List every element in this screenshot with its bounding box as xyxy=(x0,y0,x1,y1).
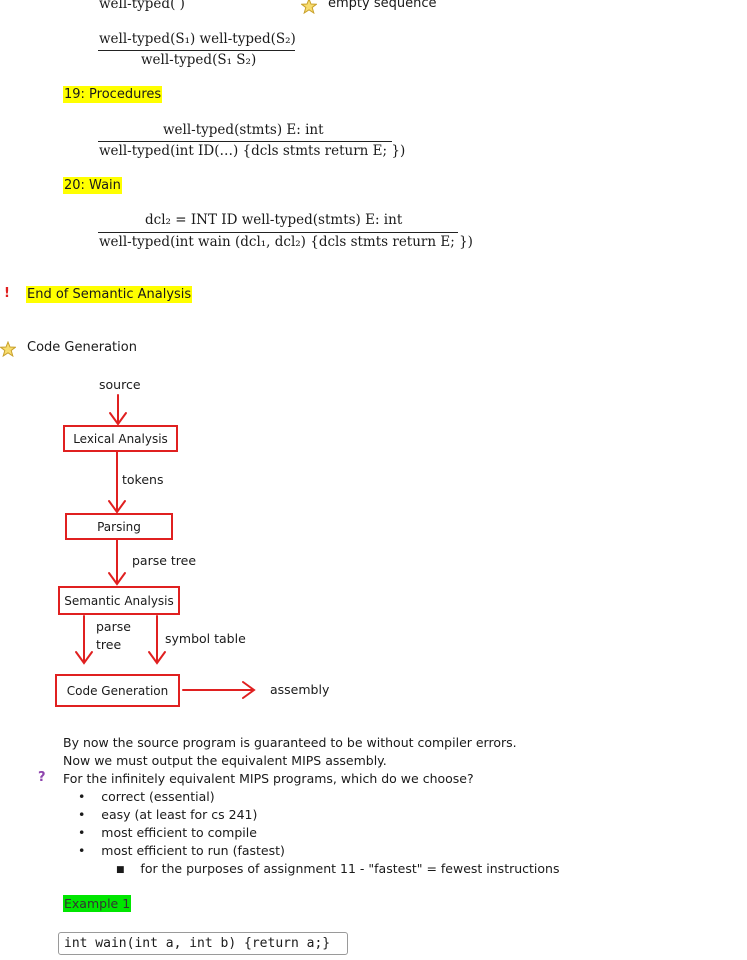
list-item: • easy (at least for cs 241) xyxy=(78,807,258,822)
sub-list-item: ■ for the purposes of assignment 11 - "f… xyxy=(116,861,560,876)
code-generation-box: Code Generation xyxy=(55,674,180,707)
rule-seq-bar xyxy=(98,50,295,51)
rule-wain-conclusion: well-typed(int wain (dcl₁, dcl₂) {dcls s… xyxy=(99,234,473,250)
diagram-parse-label: parse xyxy=(96,619,131,634)
para-question: For the infinitely equivalent MIPS progr… xyxy=(63,771,474,786)
diagram-source-label: source xyxy=(99,377,141,392)
example-heading: Example 1 xyxy=(63,895,132,912)
star-icon xyxy=(0,341,16,357)
rule-seq-premise: well-typed(S₁) well-typed(S₂) xyxy=(99,31,296,47)
procedures-heading: 19: Procedures xyxy=(63,86,163,103)
diagram-symbol-table-label: symbol table xyxy=(165,631,246,646)
code-snippet: int wain(int a, int b) {return a;} xyxy=(58,932,348,955)
list-item: • most efficient to run (fastest) xyxy=(78,843,285,858)
diagram-assembly-label: assembly xyxy=(270,682,330,697)
end-semantic-heading: End of Semantic Analysis xyxy=(26,286,193,303)
empty-sequence-label: empty sequence xyxy=(328,0,437,11)
diagram-tokens-label: tokens xyxy=(122,472,164,487)
lexical-analysis-box: Lexical Analysis xyxy=(63,425,178,452)
rule-empty-conclusion: well-typed( ) xyxy=(99,0,185,12)
rule-wain-premise: dcl₂ = INT ID well-typed(stmts) E: int xyxy=(145,212,403,228)
star-icon xyxy=(301,0,317,14)
diagram-tree-label: tree xyxy=(96,637,122,652)
rule-seq-conclusion: well-typed(S₁ S₂) xyxy=(141,52,257,68)
rule-wain-bar xyxy=(98,232,458,233)
list-item: • most efficient to compile xyxy=(78,825,257,840)
list-item: • correct (essential) xyxy=(78,789,215,804)
rule-proc-premise: well-typed(stmts) E: int xyxy=(163,122,324,138)
diagram-parse-tree-label: parse tree xyxy=(132,553,197,568)
para-line-1: By now the source program is guaranteed … xyxy=(63,735,517,750)
parsing-box: Parsing xyxy=(65,513,173,540)
question-icon: ? xyxy=(38,770,46,785)
para-line-2: Now we must output the equivalent MIPS a… xyxy=(63,753,387,768)
rule-proc-conclusion: well-typed(int ID(…) {dcls stmts return … xyxy=(99,143,406,159)
rule-proc-bar xyxy=(98,141,392,142)
semantic-analysis-box: Semantic Analysis xyxy=(58,586,180,615)
codegen-title: Code Generation xyxy=(27,340,137,355)
wain-heading: 20: Wain xyxy=(63,177,122,194)
exclamation-icon: ! xyxy=(4,286,10,301)
